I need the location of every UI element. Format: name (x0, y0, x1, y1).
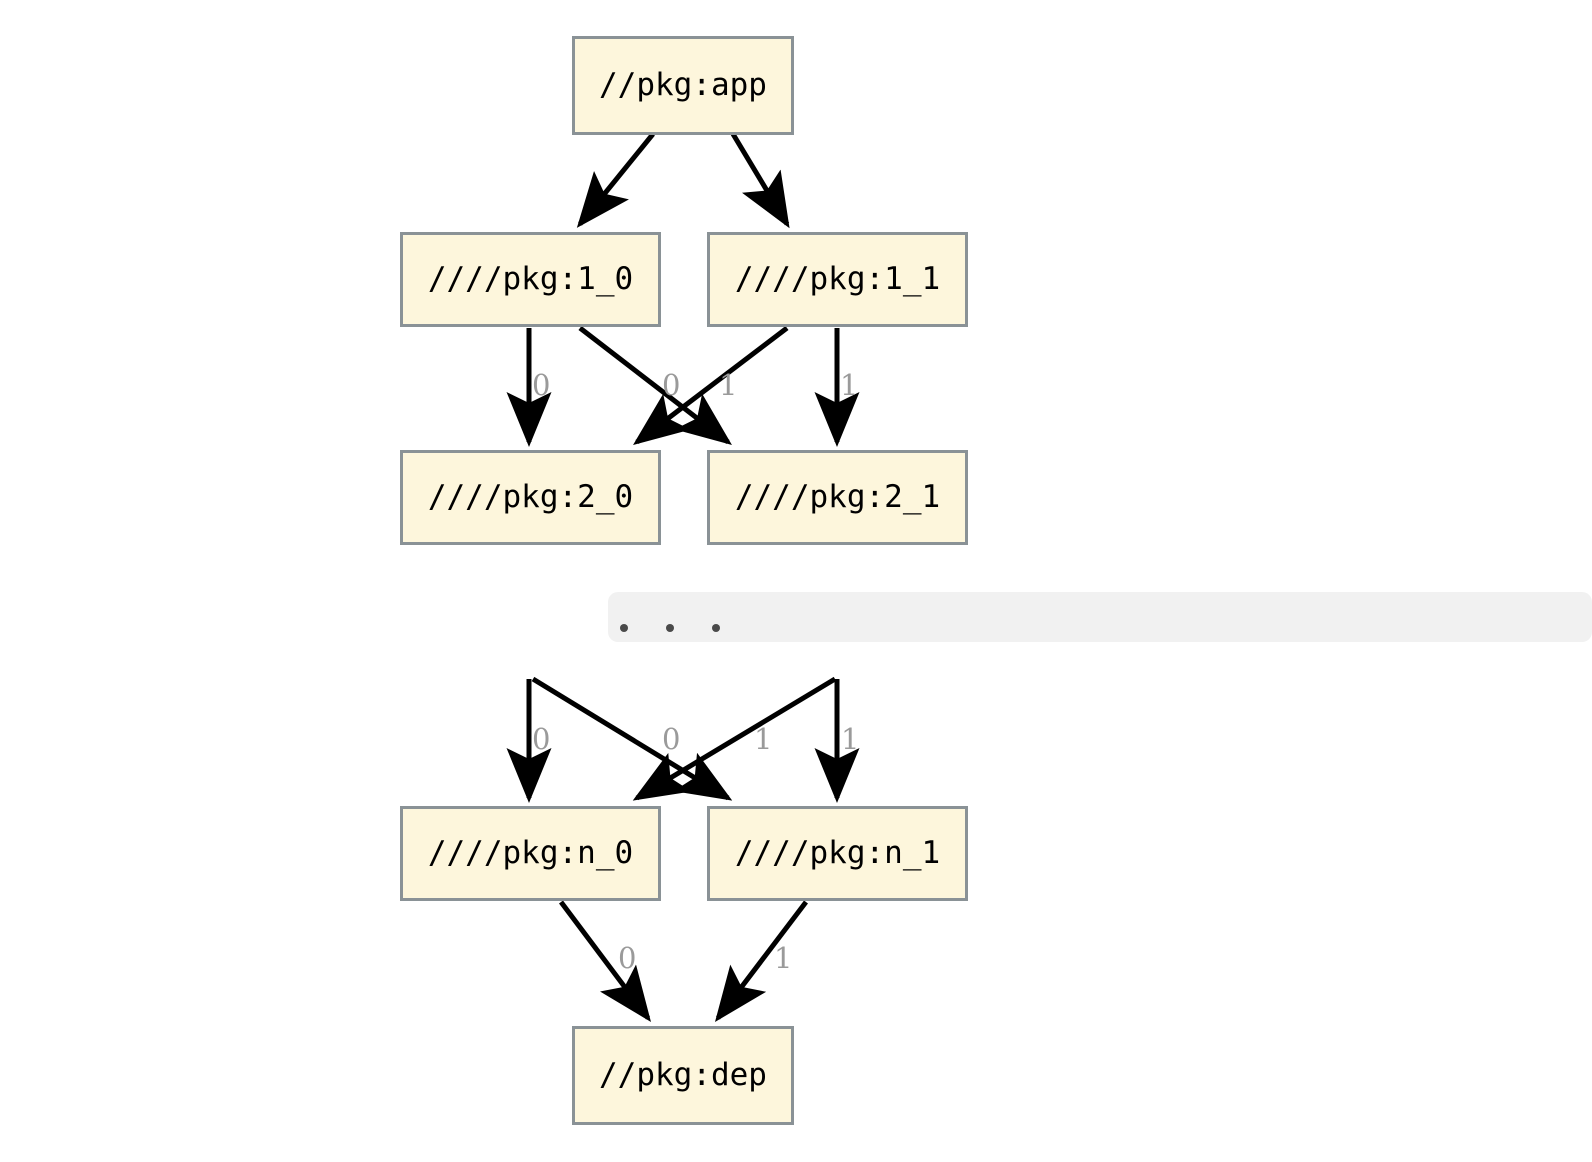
node-pkg-n_0[interactable]: ////pkg:n_0 (400, 806, 661, 901)
ellipsis-dot-2 (666, 624, 674, 632)
edge-label-n_0-dep: 0 (618, 941, 637, 975)
node-pkg-n_1[interactable]: ////pkg:n_1 (707, 806, 968, 901)
node-label-pkg-n_0: ////pkg:n_0 (427, 835, 634, 871)
edge-n_0-to-dep (559, 900, 651, 1022)
truncation-ellipsis-band (608, 592, 1592, 642)
edge-1_1-to-2_0 (633, 326, 789, 446)
node-label-pkg-1_0: ////pkg:1_0 (427, 261, 634, 297)
node-label-pkg-2_1: ////pkg:2_1 (734, 479, 941, 515)
node-pkg-1_1[interactable]: ////pkg:1_1 (707, 232, 968, 327)
node-dep[interactable]: //pkg:dep (572, 1026, 794, 1125)
edge-label-prev0-n_1: 0 (662, 722, 681, 756)
node-pkg-2_1[interactable]: ////pkg:2_1 (707, 450, 968, 545)
edge-label-prev0-n_0: 0 (532, 722, 551, 756)
node-pkg-2_0[interactable]: ////pkg:2_0 (400, 450, 661, 545)
node-label-dep: //pkg:dep (599, 1057, 767, 1093)
edge-label-prev1-n_0: 1 (754, 722, 773, 756)
node-app[interactable]: //pkg:app (572, 36, 794, 135)
ellipsis-dot-1 (620, 624, 628, 632)
node-pkg-1_0[interactable]: ////pkg:1_0 (400, 232, 661, 327)
edge-label-prev1-n_1: 1 (841, 722, 860, 756)
edge-app-to-1_1 (730, 132, 790, 229)
edge-label-n_1-dep: 1 (774, 941, 793, 975)
edge-label-1_1-2_1: 1 (840, 368, 859, 402)
edge-prev1-to-n_0 (632, 676, 837, 801)
edge-prev0-to-n_1 (531, 676, 733, 801)
edge-app-to-1_0 (576, 132, 655, 228)
edge-n_1-to-dep (714, 900, 808, 1022)
node-label-pkg-1_1: ////pkg:1_1 (734, 261, 941, 297)
ellipsis-dots (620, 624, 758, 632)
edge-label-1_1-2_0: 1 (719, 368, 738, 402)
node-label-app: //pkg:app (599, 67, 767, 103)
edge-1_0-to-2_1 (578, 326, 732, 446)
edge-label-1_0-2_0: 0 (532, 368, 551, 402)
ellipsis-dot-3 (712, 624, 720, 632)
node-label-pkg-2_0: ////pkg:2_0 (427, 479, 634, 515)
node-label-pkg-n_1: ////pkg:n_1 (734, 835, 941, 871)
edge-label-1_0-2_1: 0 (662, 368, 681, 402)
